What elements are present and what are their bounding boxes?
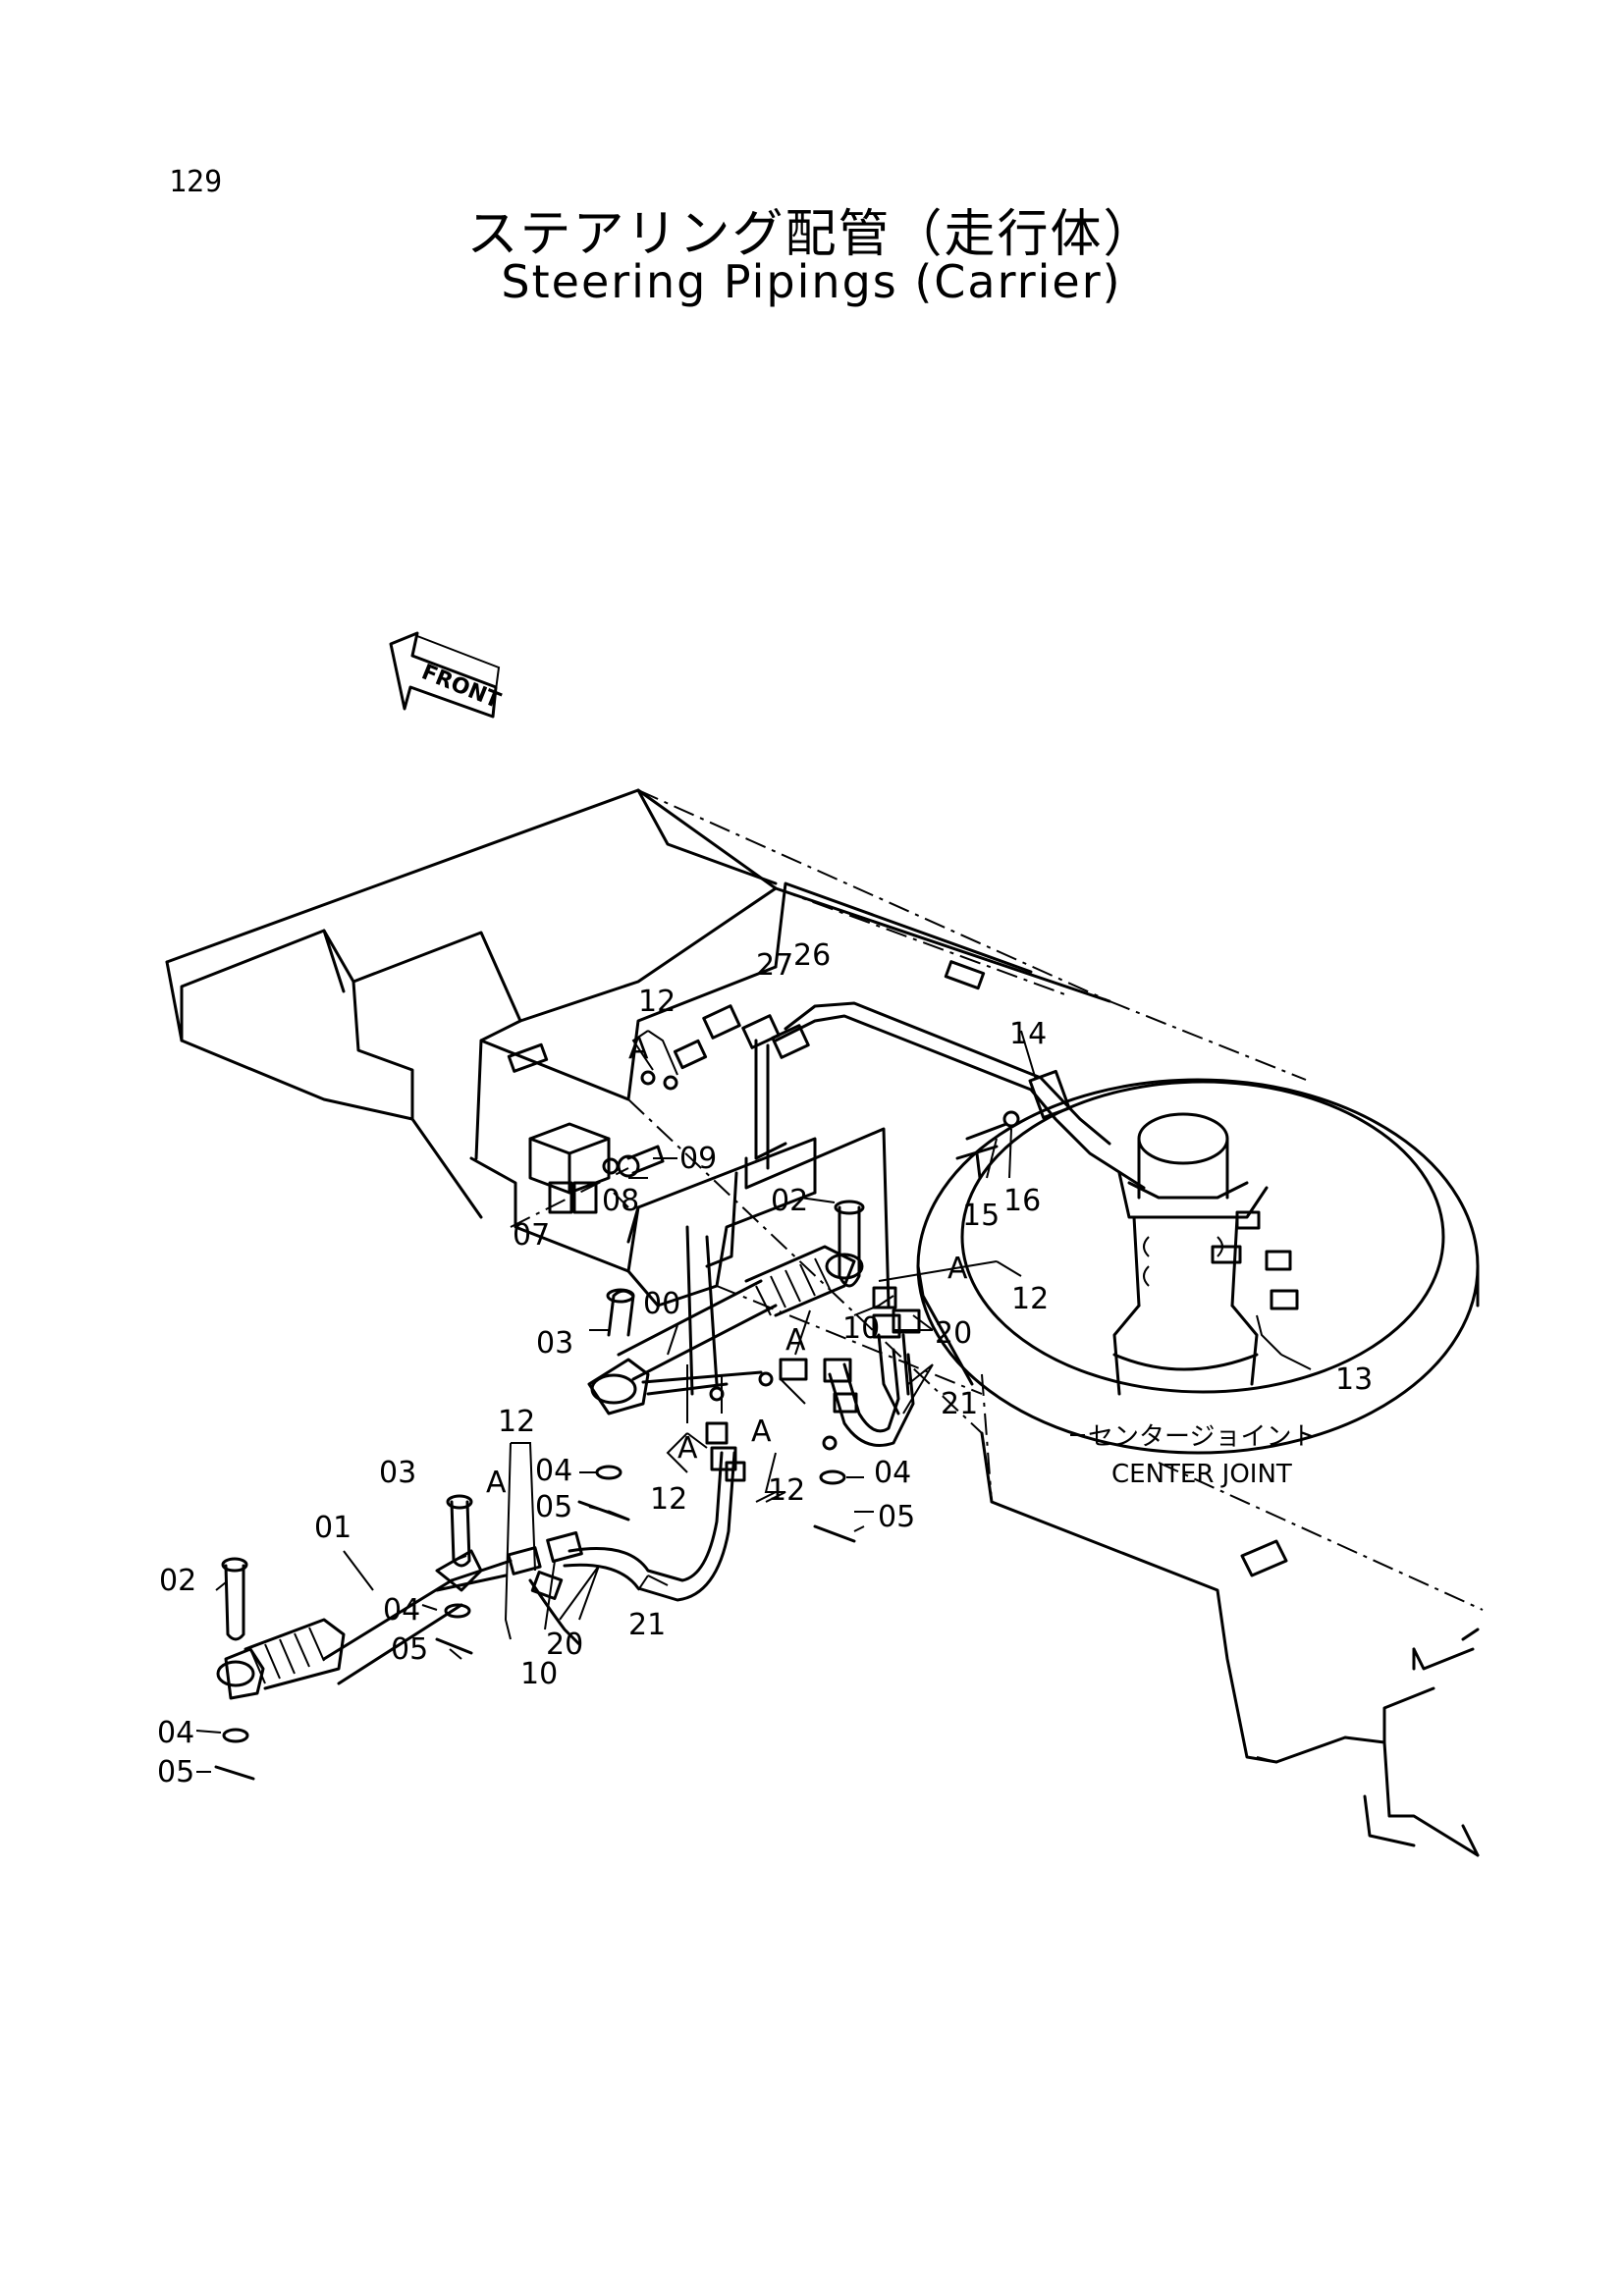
callout-label: 12: [638, 985, 676, 1019]
callout-label: 21: [941, 1387, 978, 1421]
callout-label: 04: [157, 1716, 194, 1750]
reference-lines: [510, 789, 1484, 1856]
steering-valve: [528, 1122, 665, 1214]
callout-label: 04: [874, 1456, 911, 1490]
page-number: 129: [169, 165, 223, 199]
callout-label: 00: [643, 1287, 680, 1321]
callout-label: 26: [793, 938, 831, 973]
callout-label: 01: [314, 1511, 352, 1545]
callout-label: 05: [391, 1632, 428, 1667]
callout-label: 02: [159, 1564, 196, 1598]
steering-cylinder-upper: [587, 1245, 864, 1415]
callout-label: A: [785, 1323, 806, 1358]
callout-label: 03: [379, 1456, 416, 1490]
callout-label: 04: [383, 1593, 420, 1628]
callout-label: 13: [1335, 1362, 1373, 1397]
callout-label: 16: [1003, 1184, 1041, 1218]
page-title-english: Steering Pipings (Carrier): [501, 255, 1122, 308]
callout-label: 08: [602, 1184, 639, 1218]
callout-label: 12: [498, 1405, 535, 1439]
leader-lines: [195, 1030, 1312, 1773]
swing-circle: [916, 1078, 1480, 1455]
callout-label: 15: [962, 1199, 1000, 1233]
callout-label: 02: [771, 1184, 808, 1218]
callout-label: 10: [842, 1311, 880, 1346]
callout-label: 20: [935, 1316, 972, 1351]
callout-label: 09: [679, 1142, 717, 1176]
front-arrow: FRONT: [389, 631, 504, 719]
carrier-frame: [165, 788, 1480, 1857]
callout-label: 12: [1011, 1282, 1049, 1316]
callout-label: 07: [513, 1218, 550, 1253]
callout-label: 05: [157, 1755, 194, 1789]
steering-pipes-upper: [640, 1001, 1146, 1396]
steering-cylinder-lower: [216, 1494, 513, 1700]
callout-label: A: [947, 1252, 968, 1286]
center-joint-label-ja: センタージョイント: [1088, 1422, 1317, 1452]
callout-label: 04: [535, 1454, 572, 1488]
callout-labels: 27 26 14 12 A 09 08 07 15 16 02 00 A 12 …: [157, 938, 1373, 1789]
callout-label: 27: [756, 948, 793, 983]
callout-label: A: [677, 1431, 698, 1466]
callout-label: 03: [536, 1326, 573, 1361]
callout-label: 05: [535, 1490, 572, 1524]
callout-label: 05: [878, 1500, 915, 1534]
center-joint-label-en: CENTER JOINT: [1111, 1460, 1292, 1489]
callout-label: 10: [520, 1657, 558, 1691]
callout-label: A: [486, 1466, 507, 1500]
washers-and-pins: [214, 1364, 856, 1781]
callout-label: 12: [768, 1473, 805, 1508]
callout-label: 20: [546, 1628, 583, 1662]
callout-label: 14: [1009, 1017, 1047, 1051]
hoses-right: [779, 1286, 921, 1451]
center-joint: センタージョイント CENTER JOINT: [1070, 1112, 1317, 1489]
callout-label: 21: [628, 1608, 666, 1642]
page-title-japanese: ステアリング配管（走行体）: [466, 205, 1157, 264]
callout-label: A: [628, 1032, 649, 1066]
callout-label: 12: [650, 1482, 687, 1517]
callout-label: A: [751, 1415, 772, 1449]
